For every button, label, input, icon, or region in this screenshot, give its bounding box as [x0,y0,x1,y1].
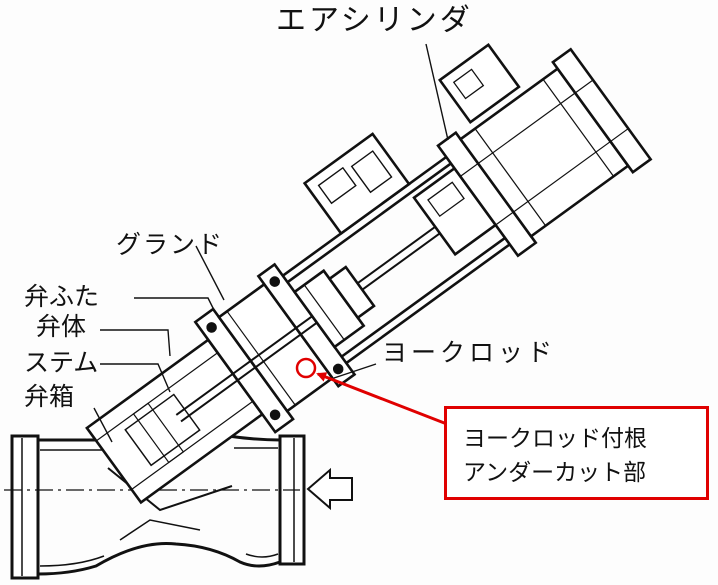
undercut-callout-box: ヨークロッド付根 アンダーカット部 [444,406,709,500]
callout-line-2: アンダーカット部 [463,460,647,486]
label-air-cylinder: エアシリンダ [276,3,473,38]
leader-lines [93,43,449,443]
label-stem: ステム [24,348,99,377]
label-gland: グランド [116,230,225,259]
label-yoke-rod: ヨークロッド [382,338,557,367]
air-cylinder [436,43,653,258]
gland [292,265,376,349]
positioner [302,132,498,257]
flow-arrow [306,467,353,511]
callout-arrow [316,372,453,428]
label-valve-body: 弁体 [36,312,87,341]
undercut-highlight-circle [295,357,317,379]
label-valve-box: 弁箱 [24,382,75,411]
yoke-rods [282,155,511,365]
callout-line-1: ヨークロッド付根 [463,426,647,452]
stem [175,226,441,423]
bonnet [193,262,357,434]
label-bonnet: 弁ふた [24,282,100,311]
